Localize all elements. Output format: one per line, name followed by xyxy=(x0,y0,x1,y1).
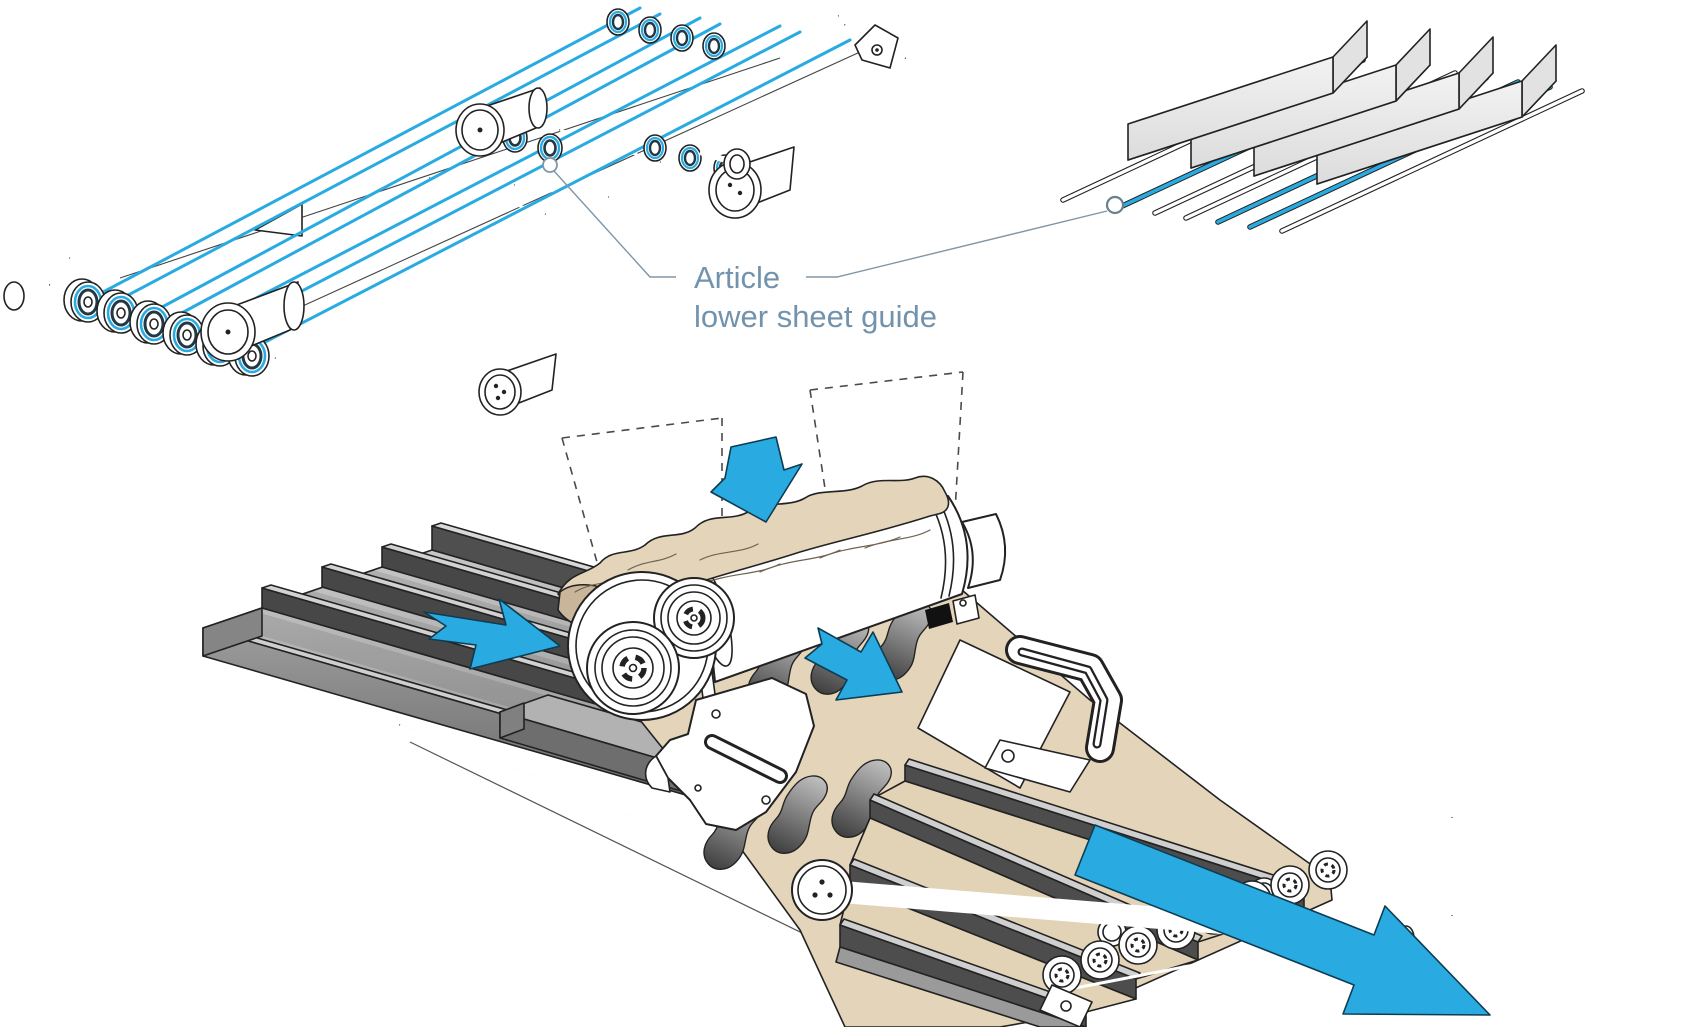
flow-arrows xyxy=(423,436,1491,1016)
left-bracket xyxy=(644,677,815,831)
wheel-upper xyxy=(653,577,735,659)
guide-rollers xyxy=(200,87,795,416)
main-machine-illustration xyxy=(202,371,1491,1027)
label-line-2: lower sheet guide xyxy=(694,299,937,334)
label-group: Article lower sheet guide xyxy=(542,157,1108,334)
callout-marker-left xyxy=(542,157,558,173)
frame-end-bracket xyxy=(854,24,899,69)
sheet-flow-arrow-icon xyxy=(804,627,903,701)
sheet-guide-detail-illustration xyxy=(1060,20,1585,234)
label-line-1: Article xyxy=(694,260,780,295)
pulley-cluster-top xyxy=(606,8,726,60)
feed-in-arrow-icon xyxy=(710,436,803,523)
wheel-lower xyxy=(586,621,680,715)
upper-feed-assembly-illustration xyxy=(3,6,906,416)
leader-line-right xyxy=(806,210,1108,278)
flanged-wheels xyxy=(567,571,735,721)
right-bracket xyxy=(984,635,1123,793)
leader-line-left xyxy=(553,170,676,278)
bed-foot-plate xyxy=(1039,984,1093,1027)
guide-channels xyxy=(1127,20,1557,185)
tray-flow-arrow-icon xyxy=(423,598,561,670)
callout-marker-right xyxy=(1105,195,1125,215)
exit-flow-arrow-icon xyxy=(1074,824,1491,1016)
